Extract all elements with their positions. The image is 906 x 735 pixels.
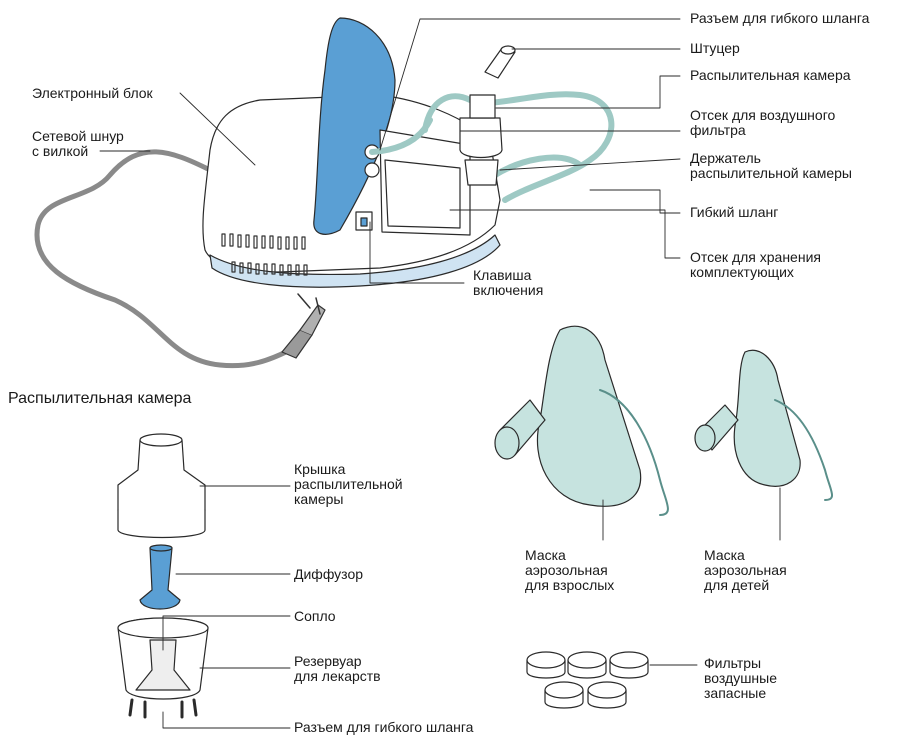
section-title-chamber: Распылительная камера (8, 390, 191, 408)
label-chamber-cap: Крышка распылительной камеры (294, 462, 403, 507)
label-chamber-holder: Держатель распылительной камеры (690, 151, 852, 181)
label-chamber-top: Распылительная камера (690, 68, 851, 83)
chamber-cap (118, 434, 205, 538)
plug-icon (282, 294, 325, 358)
chamber-on-unit (460, 46, 515, 185)
label-mouthpiece: Штуцер (690, 41, 740, 56)
label-nozzle: Сопло (294, 609, 336, 624)
label-hose-connector-top: Разъем для гибкого шланга (690, 11, 869, 26)
label-power-key: Клавиша включения (473, 268, 543, 298)
label-filter-compartment: Отсек для воздушного фильтра (690, 108, 835, 138)
label-power-cord: Сетевой шнур с вилкой (32, 129, 124, 159)
label-hose-connector-bottom: Разъем для гибкого шланга (294, 720, 473, 735)
spare-filters (527, 652, 648, 708)
child-mask (695, 350, 832, 500)
label-storage-compartment: Отсек для хранения комплектующих (690, 250, 821, 280)
label-diffuser: Диффузор (294, 567, 363, 582)
label-electronic-unit: Электронный блок (32, 86, 153, 101)
leader-chamber-top (496, 76, 680, 108)
adult-mask (495, 326, 668, 515)
label-adult-mask: Маска аэрозольная для взрослых (525, 548, 614, 593)
nebulizer-unit (203, 18, 500, 287)
label-medicine-reservoir: Резервуар для лекарств (294, 654, 381, 684)
diffuser (140, 545, 180, 609)
label-spare-filters: Фильтры воздушные запасные (704, 656, 777, 701)
label-child-mask: Маска аэрозольная для детей (704, 548, 787, 593)
label-flexible-hose: Гибкий шланг (690, 205, 778, 220)
